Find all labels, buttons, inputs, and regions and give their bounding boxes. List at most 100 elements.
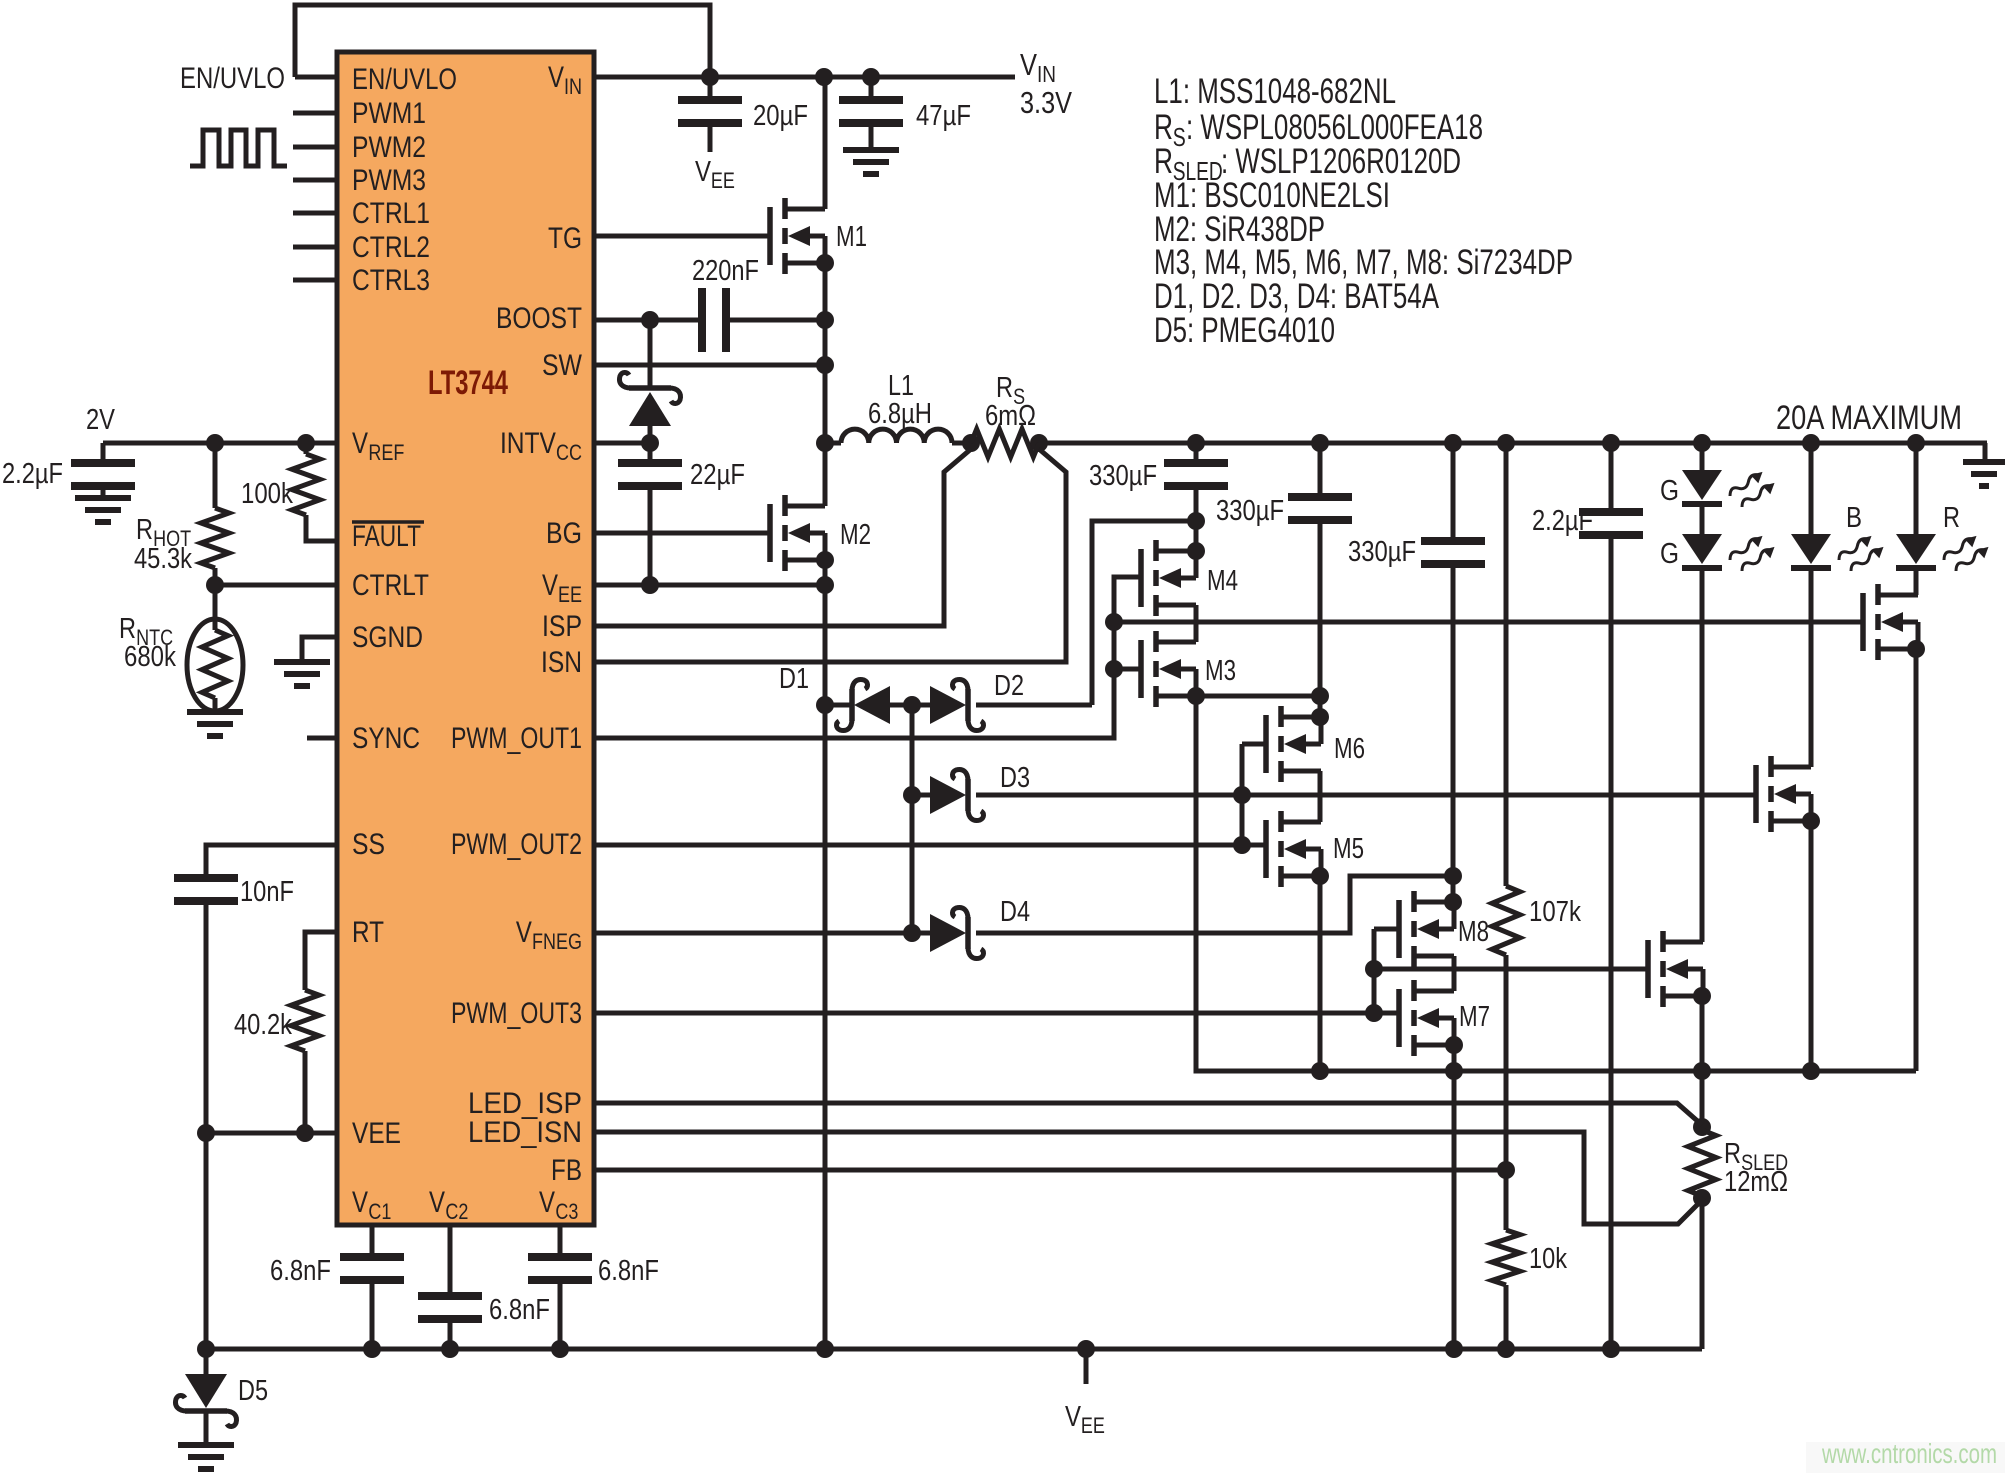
svg-text:LT3744: LT3744 <box>428 364 508 402</box>
svg-text:SW: SW <box>542 349 583 382</box>
svg-text:680k: 680k <box>124 641 176 673</box>
svg-text:REF: REF <box>368 440 404 465</box>
svg-text:BOOST: BOOST <box>496 302 582 335</box>
svg-text:107k: 107k <box>1529 896 1581 928</box>
svg-text:PWM1: PWM1 <box>352 97 426 130</box>
svg-text:EN/UVLO: EN/UVLO <box>352 63 457 96</box>
svg-text:C2: C2 <box>445 1199 468 1224</box>
svg-text:S: S <box>1173 122 1186 152</box>
svg-text:ISN: ISN <box>541 646 582 679</box>
svg-text:PWM_OUT1: PWM_OUT1 <box>451 722 582 755</box>
svg-text:D5: D5 <box>238 1375 268 1407</box>
svg-text:M7: M7 <box>1459 1001 1490 1033</box>
svg-text:220nF: 220nF <box>692 255 759 287</box>
svg-text:22µF: 22µF <box>690 459 745 491</box>
svg-text:M2: M2 <box>840 519 871 551</box>
svg-text:LED_ISP: LED_ISP <box>468 1087 582 1120</box>
svg-text:CTRL1: CTRL1 <box>352 197 430 230</box>
svg-text:HOT: HOT <box>153 526 191 551</box>
svg-text:M3: M3 <box>1205 655 1236 687</box>
svg-text:SGND: SGND <box>352 621 423 654</box>
svg-text:R: R <box>1943 502 1960 534</box>
svg-text:V: V <box>1065 1401 1082 1433</box>
svg-text:R: R <box>119 613 136 645</box>
svg-text:V: V <box>542 569 558 602</box>
svg-text:NTC: NTC <box>136 625 173 650</box>
svg-text:EE: EE <box>558 582 582 607</box>
svg-text:C3: C3 <box>555 1199 578 1224</box>
svg-text:IN: IN <box>564 74 582 99</box>
svg-text:L1: MSS1048-682NL: L1: MSS1048-682NL <box>1154 72 1396 111</box>
svg-text:D3: D3 <box>1000 762 1030 794</box>
svg-text:CTRL2: CTRL2 <box>352 231 430 264</box>
svg-text:V: V <box>352 427 368 460</box>
svg-text:INTV: INTV <box>500 427 556 460</box>
svg-text:M5: M5 <box>1333 833 1364 865</box>
svg-text:www.cntronics.com: www.cntronics.com <box>1821 1438 1997 1469</box>
svg-text:EE: EE <box>1081 1413 1105 1438</box>
svg-text:R: R <box>1154 142 1173 181</box>
svg-text:R: R <box>1724 1138 1741 1170</box>
svg-text:V: V <box>1020 47 1037 82</box>
svg-text:R: R <box>996 372 1013 404</box>
svg-text:100k: 100k <box>241 478 293 510</box>
svg-text:20µF: 20µF <box>753 100 808 132</box>
svg-text:330µF: 330µF <box>1348 536 1416 568</box>
svg-text:R: R <box>136 514 153 546</box>
svg-text:M8: M8 <box>1458 916 1489 948</box>
svg-text:G: G <box>1660 538 1679 570</box>
svg-text:2V: 2V <box>86 404 116 436</box>
svg-text:V: V <box>516 916 532 949</box>
svg-text:: WSPL08056L000FEA18: : WSPL08056L000FEA18 <box>1186 108 1483 147</box>
svg-text:PWM2: PWM2 <box>352 131 426 164</box>
svg-text:M1: M1 <box>836 221 867 253</box>
svg-text:V: V <box>548 61 564 94</box>
svg-text:EE: EE <box>711 168 735 193</box>
svg-text:FNEG: FNEG <box>532 929 582 954</box>
svg-text:B: B <box>1846 502 1862 534</box>
svg-text:V: V <box>695 156 712 188</box>
svg-text:M2: SiR438DP: M2: SiR438DP <box>1154 210 1325 249</box>
svg-text:FB: FB <box>551 1154 582 1187</box>
svg-text:3.3V: 3.3V <box>1020 85 1072 120</box>
svg-text:M1: BSC010NE2LSI: M1: BSC010NE2LSI <box>1154 176 1390 215</box>
svg-text:CTRL3: CTRL3 <box>352 264 430 297</box>
svg-text:IN: IN <box>1037 61 1056 87</box>
svg-text:M6: M6 <box>1334 733 1365 765</box>
svg-text:10nF: 10nF <box>240 876 294 908</box>
svg-text:D1: D1 <box>779 663 809 695</box>
svg-text:D2: D2 <box>994 670 1024 702</box>
svg-text:PWM_OUT2: PWM_OUT2 <box>451 828 582 861</box>
svg-text:10k: 10k <box>1529 1243 1567 1275</box>
svg-text:6.8µH: 6.8µH <box>868 398 932 430</box>
svg-text:6mΩ: 6mΩ <box>985 400 1036 432</box>
svg-text:6.8nF: 6.8nF <box>270 1255 331 1287</box>
svg-text:: WSLP1206R0120D: : WSLP1206R0120D <box>1221 142 1461 181</box>
svg-text:V: V <box>429 1186 445 1219</box>
svg-text:20A MAXIMUM: 20A MAXIMUM <box>1776 399 1962 437</box>
svg-text:D4: D4 <box>1000 896 1030 928</box>
svg-text:SYNC: SYNC <box>352 722 420 755</box>
svg-text:V: V <box>539 1186 555 1219</box>
svg-text:SS: SS <box>352 828 385 861</box>
svg-text:M3, M4, M5, M6, M7, M8: Si7234: M3, M4, M5, M6, M7, M8: Si7234DP <box>1154 243 1573 282</box>
svg-text:L1: L1 <box>888 370 914 402</box>
svg-text:RT: RT <box>352 916 384 949</box>
svg-text:12mΩ: 12mΩ <box>1724 1166 1788 1198</box>
svg-text:EN/UVLO: EN/UVLO <box>180 62 285 95</box>
svg-text:ISP: ISP <box>542 610 582 643</box>
svg-text:TG: TG <box>548 222 582 255</box>
svg-text:FAULT: FAULT <box>352 520 421 553</box>
svg-text:M4: M4 <box>1207 565 1238 597</box>
svg-text:V: V <box>352 1186 368 1219</box>
svg-text:PWM_OUT3: PWM_OUT3 <box>451 997 582 1030</box>
svg-text:VEE: VEE <box>352 1117 401 1150</box>
svg-text:2.2µF: 2.2µF <box>2 458 63 490</box>
svg-text:C1: C1 <box>368 1199 391 1224</box>
svg-text:PWM3: PWM3 <box>352 164 426 197</box>
svg-text:2.2µF: 2.2µF <box>1532 505 1593 537</box>
svg-text:6.8nF: 6.8nF <box>598 1255 659 1287</box>
svg-text:SLED: SLED <box>1173 156 1223 186</box>
svg-text:40.2k: 40.2k <box>234 1009 292 1041</box>
svg-text:G: G <box>1660 475 1679 507</box>
